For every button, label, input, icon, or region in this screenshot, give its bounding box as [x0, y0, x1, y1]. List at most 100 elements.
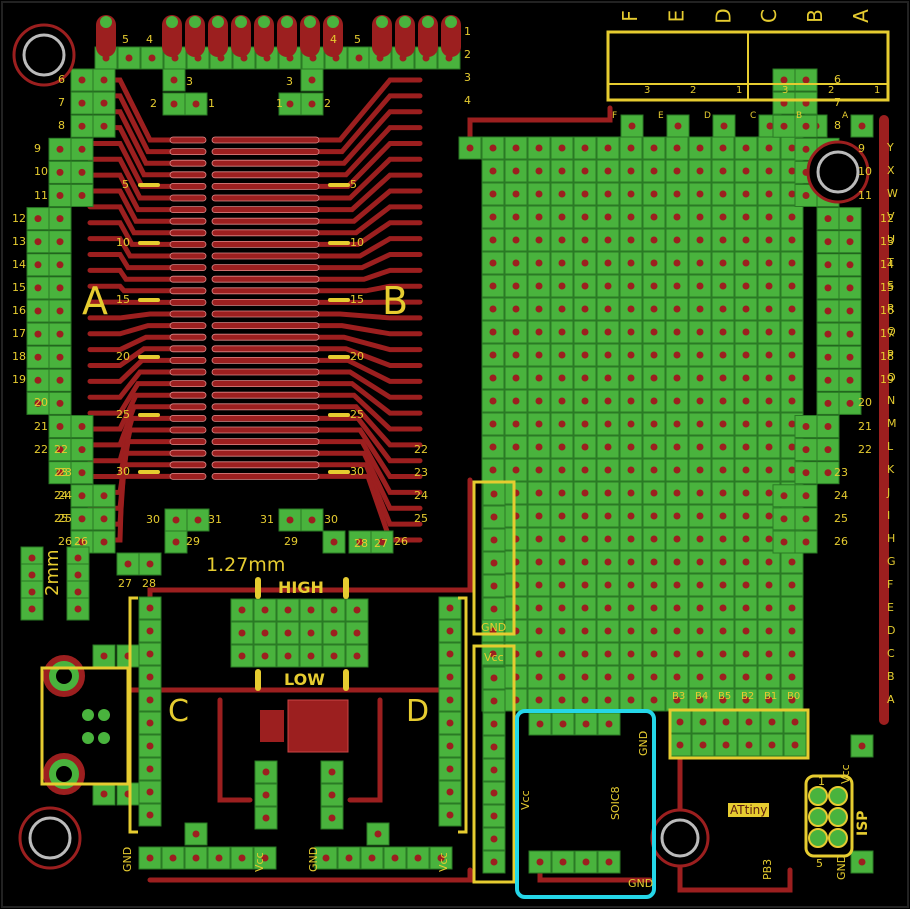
grid-pad: [550, 366, 574, 390]
pin-number-left: 18: [12, 350, 26, 364]
grid-pad: [711, 205, 735, 229]
breakout-pad-left: [26, 368, 50, 392]
breakout-pad-right: [816, 345, 840, 369]
grid-pad: [504, 619, 528, 643]
breakout-pad-right: [816, 438, 840, 462]
soic8-label: SOIC8: [609, 786, 622, 820]
grid-pad: [527, 366, 551, 390]
grid-pad: [504, 504, 528, 528]
grid-row-label: J: [887, 486, 891, 499]
grid-row-label: P: [887, 348, 894, 361]
grid-pad: [780, 550, 804, 574]
bottom-pad: [230, 846, 254, 870]
breakout-pad-right: [772, 68, 796, 92]
grid-pad: [596, 527, 620, 551]
grid-pad: [688, 481, 712, 505]
attiny-label: ATtiny: [728, 803, 770, 817]
header-letter: D: [711, 8, 736, 24]
grid-pad: [688, 297, 712, 321]
section-label-a: A: [82, 279, 108, 323]
grid-pad: [642, 504, 666, 528]
grid-pad: [665, 504, 689, 528]
grid-pad: [619, 642, 643, 666]
gnd-pad: [850, 734, 874, 758]
breakout-pad-left: [26, 345, 50, 369]
bottom-pad: [337, 846, 361, 870]
grid-pad: [527, 550, 551, 574]
grid-pad: [573, 228, 597, 252]
grid-pad: [504, 573, 528, 597]
grid-pad: [619, 688, 643, 712]
grid-pad: [688, 389, 712, 413]
grid-pad: [642, 274, 666, 298]
grid-pad: [642, 228, 666, 252]
pin-number-right: 6: [834, 73, 841, 86]
mounting-hole-bottom-center: [650, 808, 710, 868]
gnd-header-pad: [482, 528, 506, 552]
grid-pad: [550, 527, 574, 551]
breakout-pad-left: [48, 207, 72, 231]
section-d-pad: [438, 711, 462, 735]
grid-pad: [665, 596, 689, 620]
grid-pad: [711, 550, 735, 574]
grid-pad: [596, 435, 620, 459]
grid-pad: [734, 642, 758, 666]
pin-number-left: 9: [34, 142, 41, 156]
grid-pad: [504, 228, 528, 252]
isp-pad: [828, 828, 848, 848]
grid-pad: [596, 458, 620, 482]
isp-pin-1: 1: [818, 775, 825, 788]
grid-pad: [596, 504, 620, 528]
section-c-pad: [138, 803, 162, 827]
breakout-pad-left: [70, 438, 94, 462]
grid-pad: [642, 688, 666, 712]
grid-pad: [757, 205, 781, 229]
section-d-pad: [438, 688, 462, 712]
grid-pad: [757, 228, 781, 252]
grid-pad: [504, 366, 528, 390]
header-number: 3: [644, 85, 651, 96]
grid-pad: [711, 251, 735, 275]
grid-pad: [527, 665, 551, 689]
pin-number-bottom: 22: [54, 443, 68, 456]
grid-pad: [734, 619, 758, 643]
section-label-b: B: [382, 279, 409, 323]
pin-number-right: 25: [834, 511, 848, 525]
grid-pad: [688, 320, 712, 344]
breakout-pad-right: [772, 114, 796, 138]
vcc-header-pad: [482, 804, 506, 828]
header-number: 1: [874, 85, 881, 96]
grid-pad: [642, 619, 666, 643]
grid-pad: [688, 665, 712, 689]
grid-row-label: X: [887, 164, 895, 177]
grid-pad: [665, 412, 689, 436]
grid-pad: [481, 228, 505, 252]
pin-number-right: 17: [880, 327, 894, 341]
grid-pad: [573, 389, 597, 413]
breakout-pad-left: [48, 345, 72, 369]
breakout-pad-left: [48, 368, 72, 392]
grid-pad: [780, 320, 804, 344]
row-number: 2: [464, 48, 471, 61]
isp-label: ISP: [855, 810, 871, 836]
breakout-pad-left: [48, 276, 72, 300]
grid-pad: [573, 481, 597, 505]
pin-number-left: 7: [58, 96, 65, 110]
edge-pad: [185, 15, 205, 57]
inner-pad: [184, 92, 208, 116]
grid-pad: [550, 619, 574, 643]
edge-pad: [300, 15, 320, 57]
usb-pad: [184, 822, 208, 846]
mounting-hole-right: [806, 140, 870, 204]
grid-pad: [757, 642, 781, 666]
grid-pad: [757, 297, 781, 321]
breakout-pad-right: [838, 391, 862, 415]
pin-number-right: 13: [880, 234, 894, 248]
high-low-pad: [230, 621, 254, 645]
breakout-pad-right: [838, 276, 862, 300]
grid-pad: [734, 159, 758, 183]
grid-pad: [619, 366, 643, 390]
pin-number-left: 8: [58, 119, 65, 133]
pin-number-bottom: 25: [54, 512, 68, 525]
